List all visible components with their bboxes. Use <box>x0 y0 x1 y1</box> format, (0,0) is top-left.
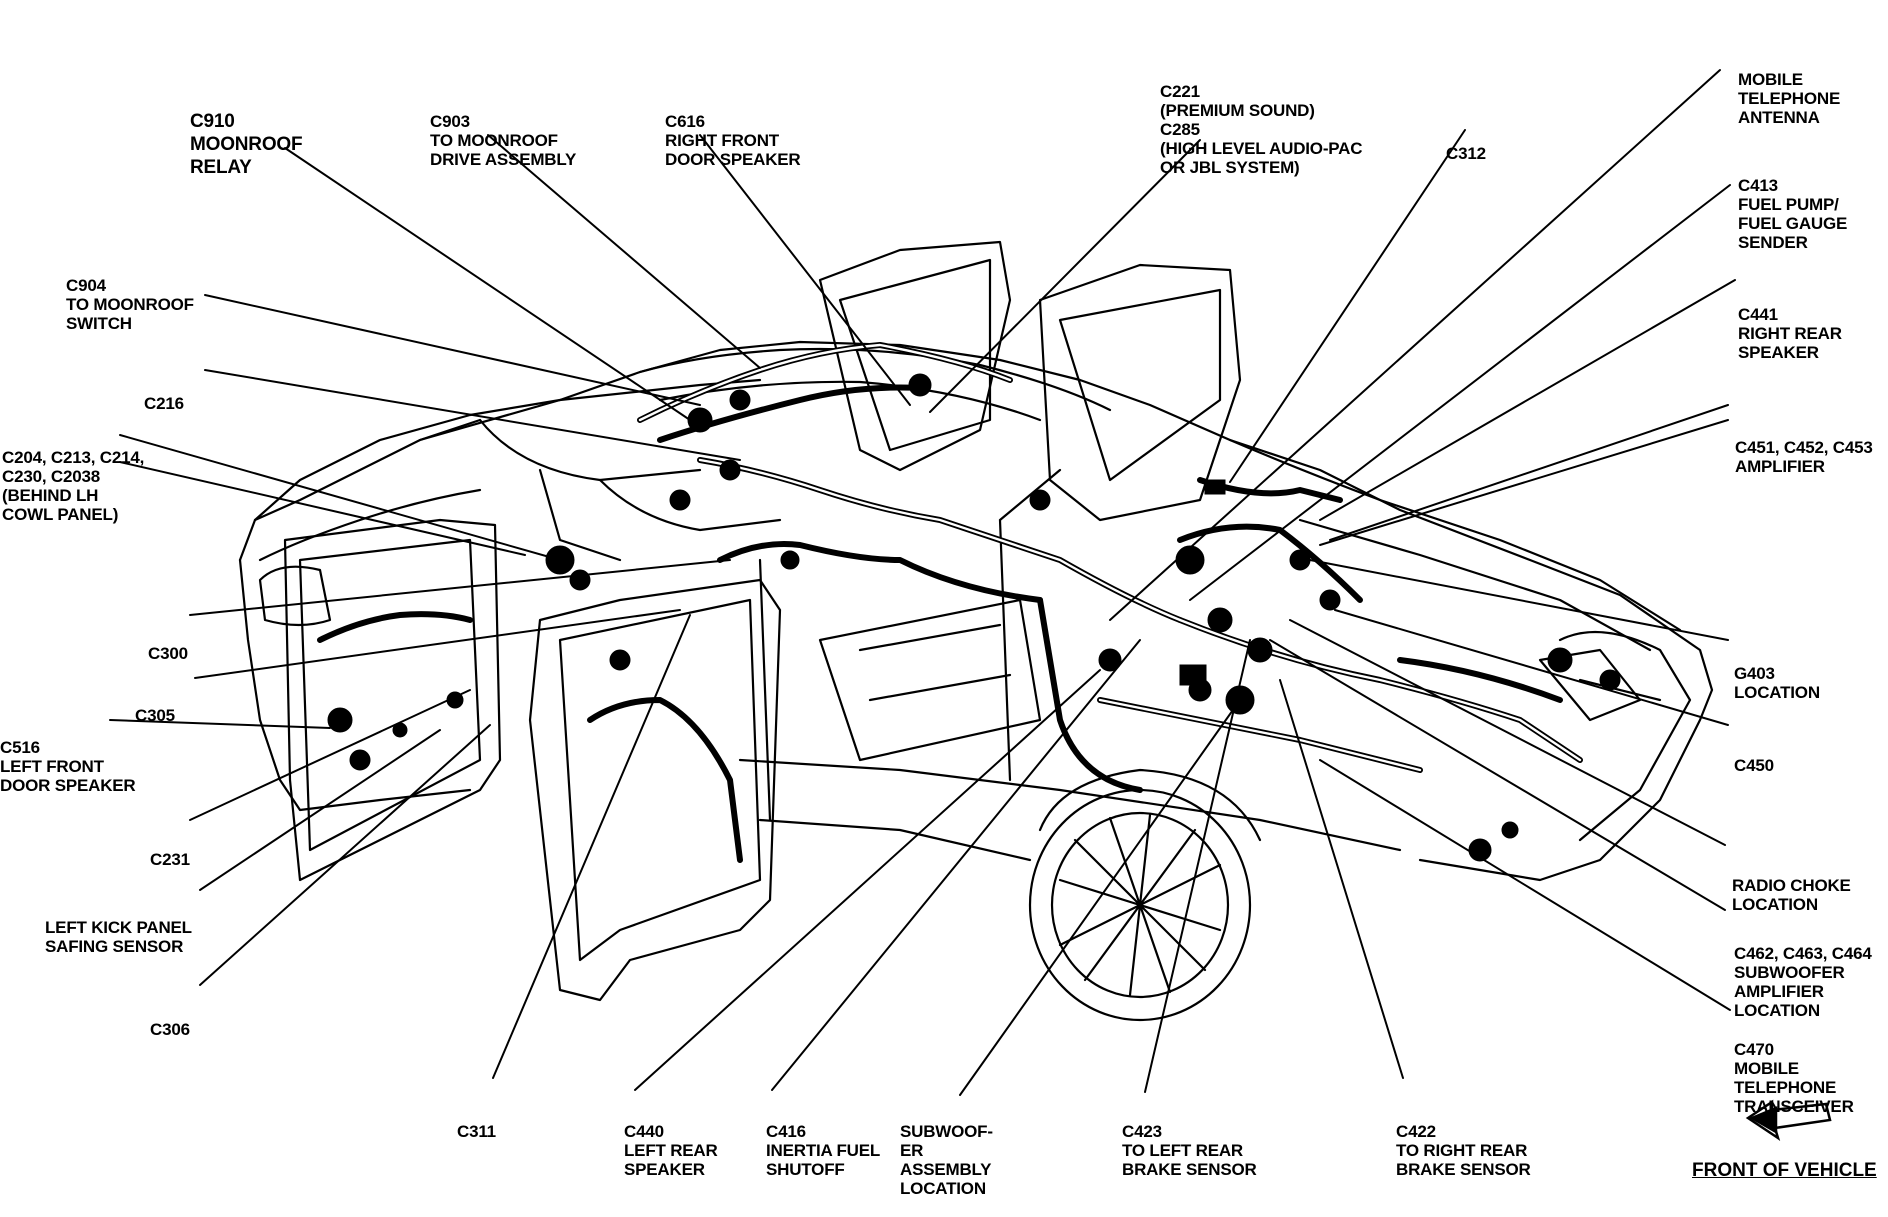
label-c312: C312 <box>1446 144 1486 163</box>
label-c305: C305 <box>135 706 175 725</box>
label-c450: C450 <box>1734 756 1774 775</box>
label-c311: C311 <box>457 1122 496 1141</box>
label-c300: C300 <box>148 644 188 663</box>
front-of-vehicle-label: FRONT OF VEHICLE <box>1692 1160 1877 1181</box>
wiring-harness <box>317 342 1583 863</box>
leader-lines <box>109 69 1736 1096</box>
label-c221: C221(PREMIUM SOUND)C285(HIGH LEVEL AUDIO… <box>1160 82 1363 177</box>
front-arrow-icon <box>1745 1099 1832 1141</box>
label-c216: C216 <box>144 394 184 413</box>
label-c306: C306 <box>150 1020 190 1039</box>
car-body-outline <box>238 240 1714 1022</box>
connector-cluster <box>327 373 1621 862</box>
car-wiring-diagram <box>109 69 1832 1141</box>
label-c231: C231 <box>150 850 190 869</box>
